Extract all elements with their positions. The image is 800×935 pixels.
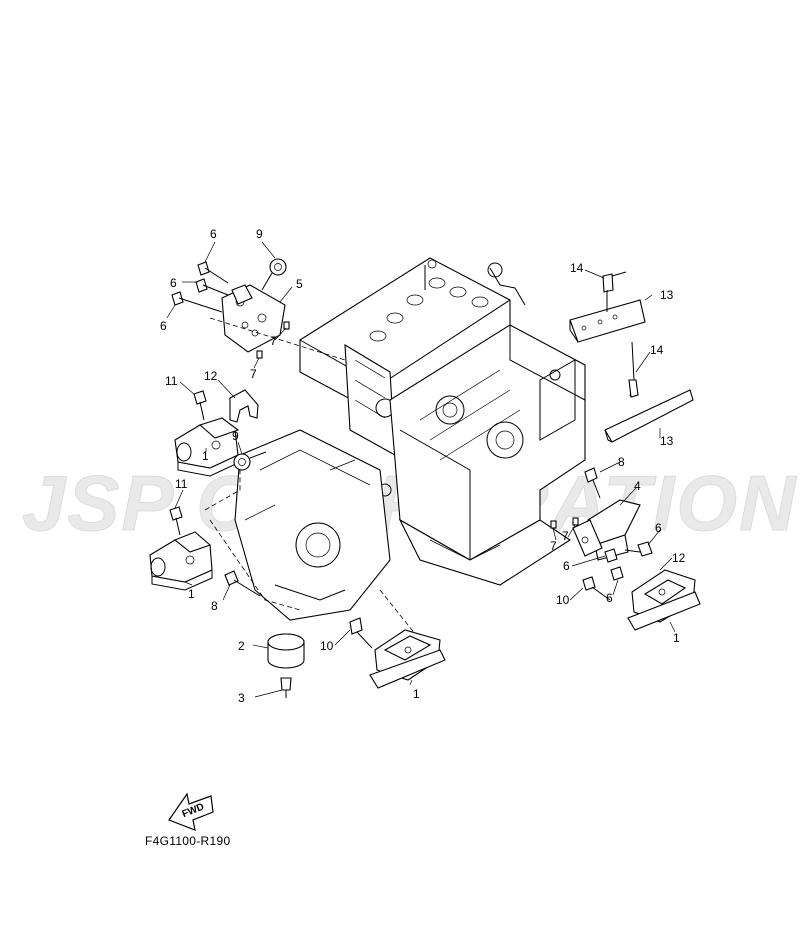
damper-2-assembly [267, 633, 305, 698]
fwd-arrow-icon: FWD [168, 792, 214, 831]
callout-9: 9 [256, 227, 263, 241]
callout-14: 14 [650, 343, 664, 357]
callout-10: 10 [556, 593, 570, 607]
callout-7: 7 [562, 529, 569, 543]
callout-11: 11 [165, 374, 178, 388]
callout-7: 7 [550, 539, 557, 553]
callout-3: 3 [238, 691, 245, 705]
callout-4: 4 [634, 479, 641, 493]
callout-1: 1 [188, 587, 195, 601]
callout-13: 13 [660, 288, 674, 302]
bracket-13-upper [569, 271, 646, 343]
callout-6: 6 [563, 559, 570, 573]
callout-2: 2 [238, 639, 245, 653]
drawing-code: F4G1100-R190 [145, 834, 231, 848]
mount-1-right [627, 569, 701, 631]
callout-6: 6 [170, 276, 177, 290]
bracket-5-assembly [171, 258, 346, 361]
callout-5: 5 [296, 277, 303, 291]
callout-6: 6 [210, 227, 217, 241]
callout-1: 1 [673, 631, 680, 645]
bracket-4-assembly [550, 467, 653, 601]
callout-10: 10 [320, 639, 334, 653]
callout-8: 8 [618, 455, 625, 469]
callout-14: 14 [570, 261, 584, 275]
callout-6: 6 [606, 591, 613, 605]
callout-1: 1 [202, 449, 209, 463]
callout-11: 11 [175, 477, 188, 491]
callout-6: 6 [160, 319, 167, 333]
callout-12: 12 [204, 369, 218, 383]
mount-1-bottom-center [349, 617, 446, 689]
callout-numbers: 6 9 6 5 6 7 7 11 12 9 1 11 1 8 2 3 10 1 … [160, 227, 686, 705]
callout-1: 1 [413, 687, 420, 701]
callout-6: 6 [655, 521, 662, 535]
mount-1-lower-left [149, 506, 261, 597]
callout-8: 8 [211, 599, 218, 613]
callout-13: 13 [660, 434, 674, 448]
callout-7: 7 [250, 367, 257, 381]
engine-block [204, 257, 586, 641]
mount-1-upper-left [174, 389, 267, 477]
leader-lines [166, 241, 676, 698]
callout-7: 7 [270, 334, 277, 348]
callout-12: 12 [672, 551, 686, 565]
bracket-13-lower [604, 341, 694, 443]
callout-9: 9 [232, 429, 239, 443]
